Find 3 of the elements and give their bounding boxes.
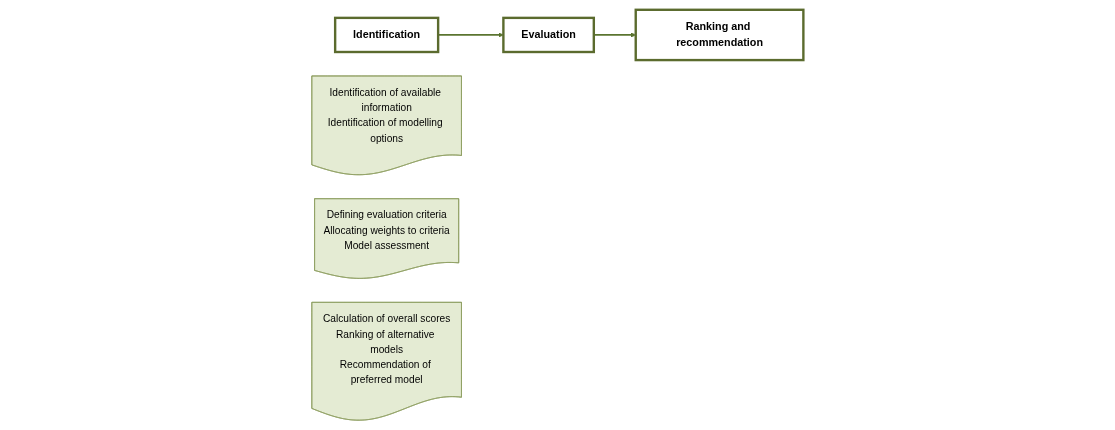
node-box: Identification <box>333 16 440 54</box>
node-box: Ranking and recommendation <box>634 8 805 62</box>
node-box: Evaluation <box>502 16 595 54</box>
